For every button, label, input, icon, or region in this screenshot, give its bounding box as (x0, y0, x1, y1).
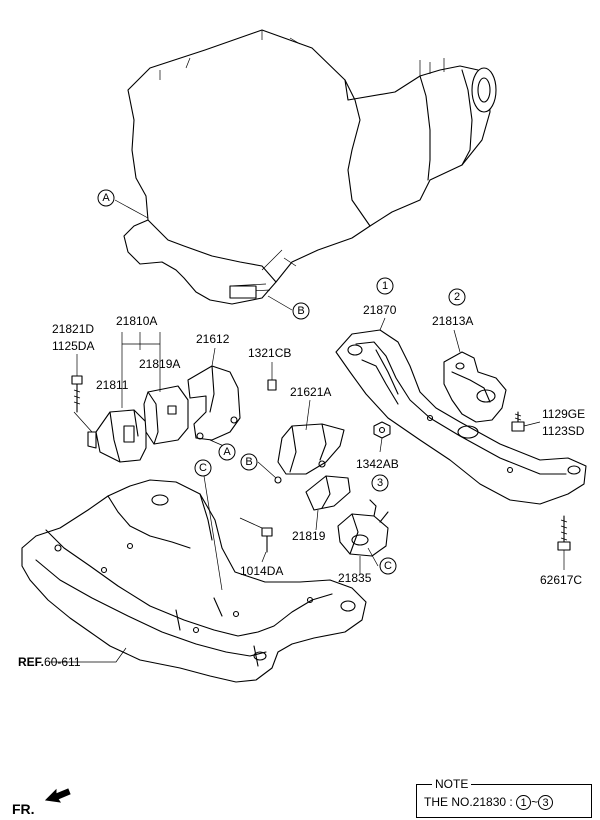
label-21870: 21870 (363, 303, 397, 317)
callout-a-text-2: A (223, 446, 231, 458)
bolt-1129GE (511, 411, 525, 432)
callout-b-circle-1 (292, 302, 310, 320)
insulator-21819A (143, 385, 189, 445)
label-62617C: 62617C (540, 573, 582, 587)
ref-prefix: REF. (18, 655, 44, 669)
callout-markers: A B A B C C 1 2 3 (97, 189, 466, 575)
leader-lines (50, 199, 565, 663)
label-1342AB: 1342AB (356, 457, 399, 471)
ref-number: 60-611 (44, 655, 81, 669)
callout-a-text-1: A (102, 192, 110, 204)
label-21813A: 21813A (432, 314, 473, 328)
note-range-end: 3 (538, 795, 554, 811)
mount-bracket-21813A (443, 351, 507, 423)
callout-2-circle (448, 288, 466, 306)
label-21612: 21612 (196, 332, 230, 346)
callout-3-text: 3 (377, 477, 383, 489)
label-21810A: 21810A (116, 314, 157, 328)
callout-1-text: 1 (382, 280, 388, 292)
label-21819A: 21819A (139, 357, 180, 371)
callout-3-circle (371, 474, 389, 492)
mount-insulator-21811 (87, 409, 147, 463)
callout-a-circle-1 (97, 189, 115, 207)
engine-assembly (123, 29, 497, 305)
bolt-21821D (71, 375, 83, 413)
front-direction-arrow-icon (44, 788, 71, 803)
label-21811: 21811 (96, 378, 129, 392)
bolt-1014DA (261, 527, 273, 553)
crossmember-21870 (335, 329, 587, 505)
label-21821D: 21821D (52, 322, 94, 336)
label-1014DA: 1014DA (240, 564, 283, 578)
note-title: NOTE (432, 778, 472, 791)
callout-c-circle-2 (379, 557, 397, 575)
callout-2-text: 2 (454, 291, 460, 303)
label-21835: 21835 (338, 571, 372, 585)
label-1321CB: 1321CB (248, 346, 291, 360)
label-1125DA: 1125DA (52, 339, 94, 353)
bracket-21612 (187, 365, 241, 441)
note-prefix: THE NO.21830 : (424, 795, 513, 809)
label-21819: 21819 (292, 529, 326, 543)
callout-b-circle-2 (240, 453, 258, 471)
callout-b-text-2: B (245, 456, 252, 468)
callout-c-text-2: C (384, 560, 392, 572)
mount-21835 (337, 499, 389, 557)
label-1123SD: 1123SD (542, 424, 585, 438)
bolt-1321CB (267, 379, 277, 391)
part-labels: 21810A 21821D 1125DA 21811 21819A 21612 … (18, 303, 585, 669)
callout-a-circle-2 (218, 443, 236, 461)
insulator-21819 (305, 475, 351, 511)
bolt-62617C (557, 515, 571, 551)
note-range-separator: ~ (531, 795, 539, 809)
front-direction-label: FR. (12, 801, 35, 817)
callout-c-text-1: C (199, 462, 207, 474)
note-box (416, 784, 592, 818)
callout-b-text-1: B (297, 305, 304, 317)
note-text: THE NO.21830 : 1~3 (424, 795, 554, 811)
label-21621A: 21621A (290, 385, 331, 399)
callout-1-circle (376, 277, 394, 295)
ref-label: REF.60-611 (18, 655, 81, 669)
callout-c-circle-1 (194, 459, 212, 477)
note-range-start: 1 (516, 795, 532, 811)
front-subframe (21, 479, 367, 683)
label-1129GE: 1129GE (542, 407, 585, 421)
nut-1342AB (373, 421, 391, 439)
bracket-21621A (274, 423, 345, 484)
